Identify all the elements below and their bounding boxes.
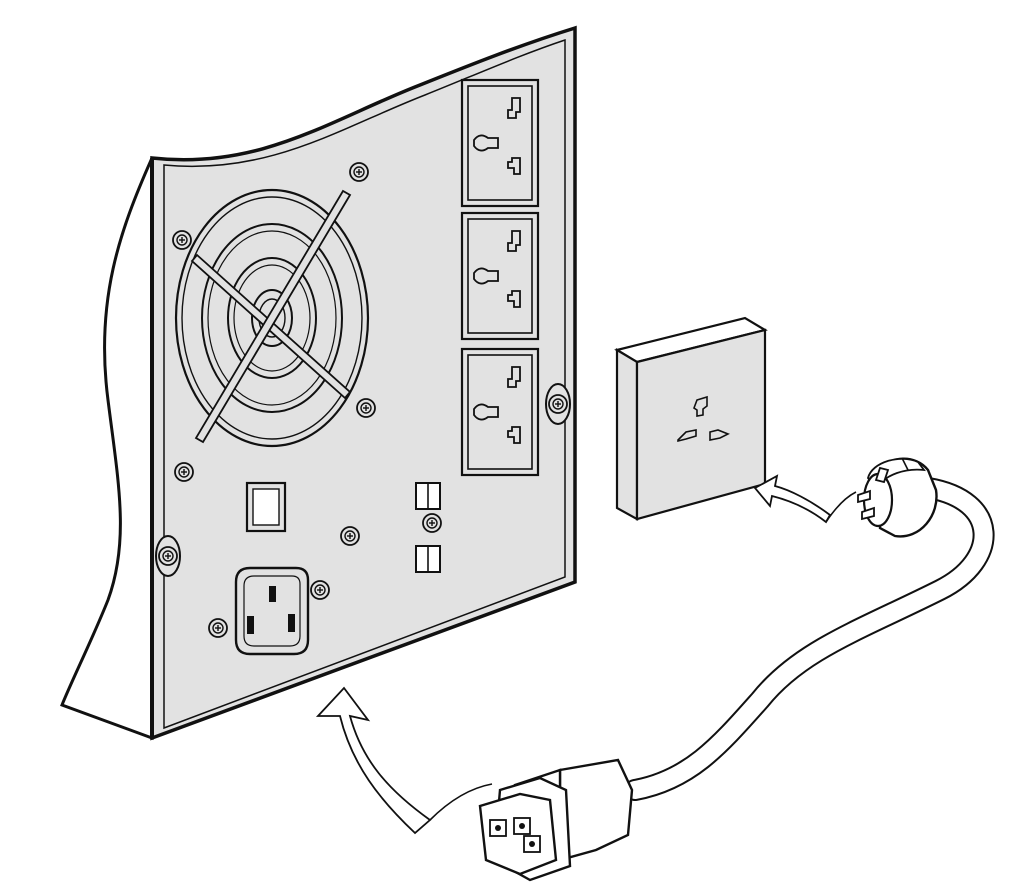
- arrow-connector-to-inlet-icon: [315, 686, 493, 835]
- universal-plug-icon: [857, 457, 938, 538]
- screw-icon: [422, 513, 442, 533]
- screw-icon: [349, 162, 369, 182]
- screw-icon: [548, 394, 568, 414]
- output-sockets: [460, 78, 540, 477]
- output-socket-icon: [460, 78, 540, 208]
- breaker-switch-icon: [245, 481, 287, 533]
- fan-grille-icon: [174, 188, 370, 448]
- screw-icon: [208, 618, 228, 638]
- screw-icon: [172, 230, 192, 250]
- screw-icon: [340, 526, 360, 546]
- edge-screws: [155, 383, 571, 577]
- output-socket-icon: [460, 211, 540, 341]
- screw-icon: [174, 462, 194, 482]
- output-socket-icon: [460, 347, 540, 477]
- screw-icon: [158, 546, 178, 566]
- screw-icon: [310, 580, 330, 600]
- universal-wall-outlet-icon: [614, 316, 768, 521]
- arrow-plug-to-outlet-icon: [753, 474, 857, 524]
- screw-icon: [356, 398, 376, 418]
- iec-c14-inlet-icon: [234, 566, 310, 656]
- power-cord: [624, 477, 995, 801]
- terminal-ports: [415, 482, 441, 573]
- iec-c13-connector-icon: [478, 758, 634, 882]
